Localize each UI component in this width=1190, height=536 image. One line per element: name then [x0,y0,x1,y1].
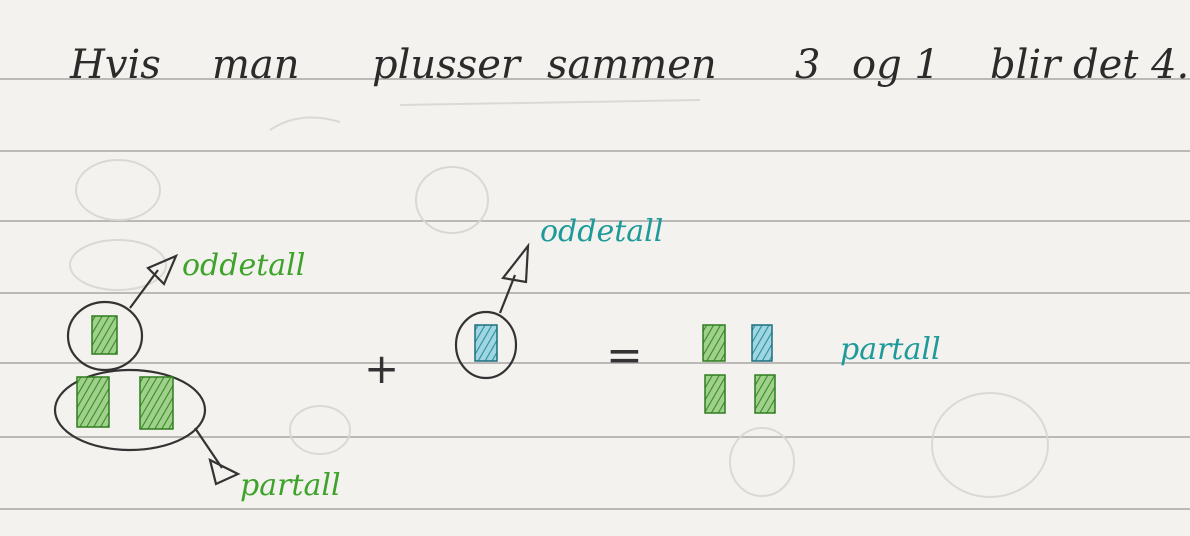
green-square [702,324,726,362]
sentence-word-og-1: og 1 [852,42,940,88]
sentence-word-blir-det-4: blir det 4. [990,42,1190,88]
ruled-line [0,150,1190,152]
green-square [754,374,776,414]
sentence-word-sammen: sammen [547,42,717,88]
label-left-partall: partall [240,468,341,503]
ruled-line [0,292,1190,294]
ruled-line [0,508,1190,510]
label-middle-oddetall: oddetall [540,214,664,249]
sentence-number-3: 3 [795,42,821,88]
ruled-line [0,436,1190,438]
green-square [139,376,174,430]
equals-sign: = [606,330,643,381]
ruled-line [0,78,1190,80]
result-squares [702,324,776,414]
left-even-group [53,368,241,486]
green-square [76,376,110,428]
plus-sign: + [364,344,400,393]
sentence-word-man: man [212,42,300,88]
ruled-line [0,220,1190,222]
sentence-word-hvis: Hvis [70,42,161,88]
green-square [91,315,118,355]
green-square [704,374,726,414]
teal-square [751,324,773,362]
label-result-partall: partall [840,332,941,367]
label-left-oddetall: oddetall [182,248,306,283]
erased-sketches [69,99,1049,498]
ruled-line [0,362,1190,364]
sentence-word-plusser: plusser [372,42,521,88]
teal-square [474,324,498,362]
middle-odd-group [454,242,530,380]
left-odd-group [66,253,179,372]
